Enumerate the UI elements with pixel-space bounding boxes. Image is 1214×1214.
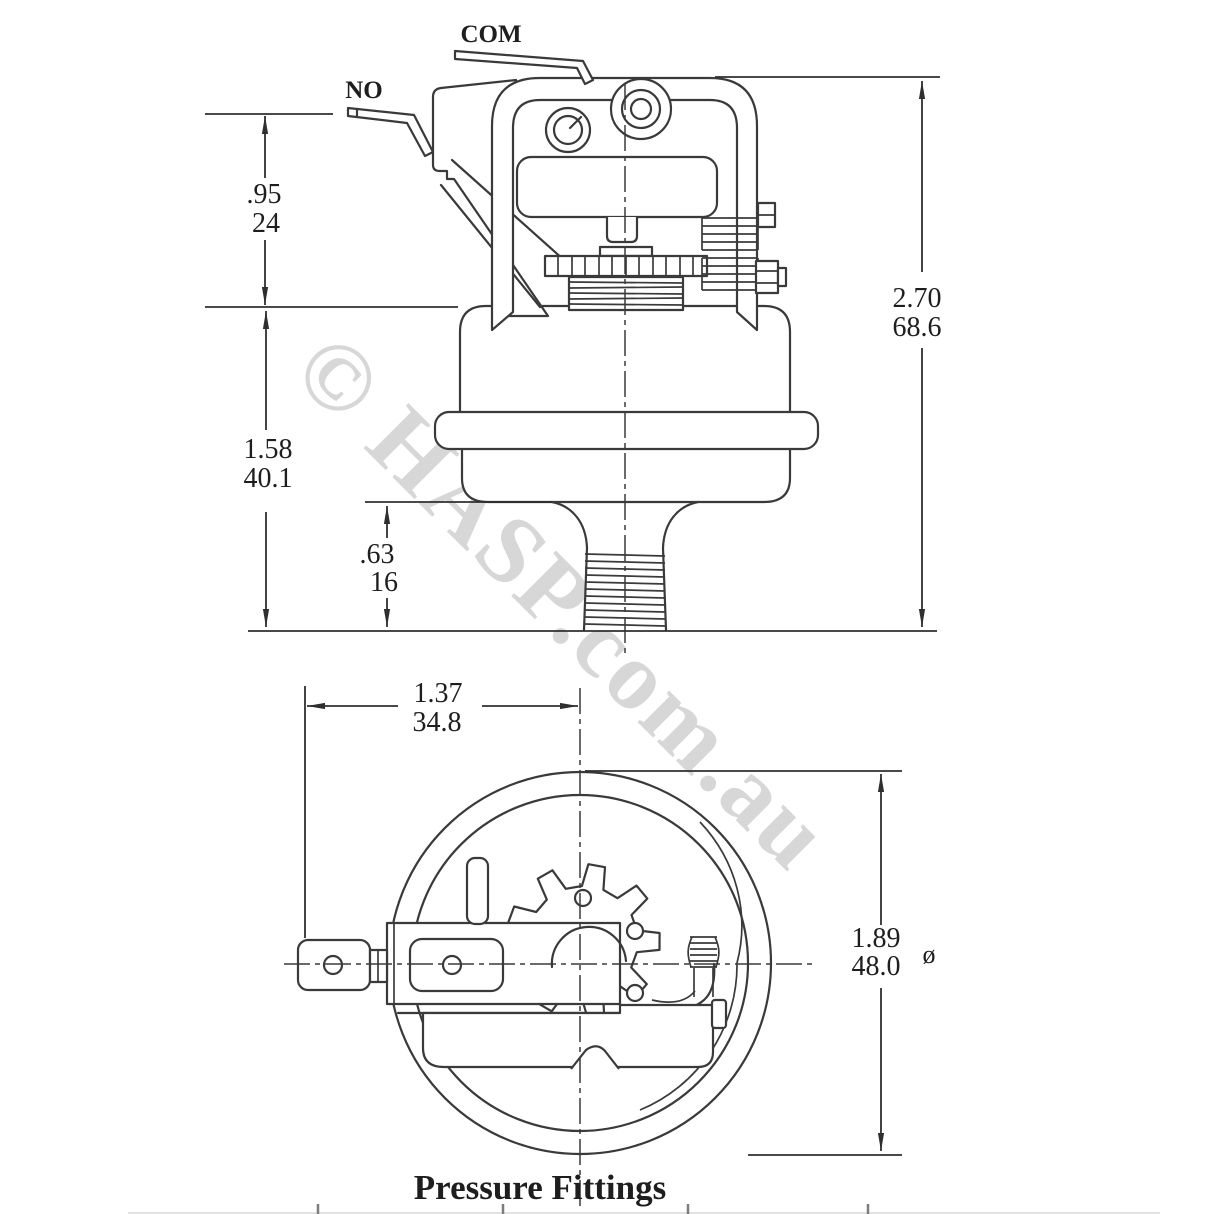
lever-bracket bbox=[385, 921, 632, 1015]
mounting-bracket bbox=[490, 76, 759, 332]
svg-text:68.6: 68.6 bbox=[893, 312, 942, 343]
cropped-table-ticks bbox=[128, 1204, 1160, 1214]
svg-text:1.58: 1.58 bbox=[244, 434, 293, 465]
base-plate bbox=[421, 998, 728, 1070]
dim-95: .95 24 bbox=[247, 116, 282, 305]
side-tab bbox=[710, 998, 728, 1030]
adjustment-screws bbox=[701, 201, 788, 295]
svg-text:2.70: 2.70 bbox=[893, 283, 942, 314]
dim-63: .63 16 bbox=[360, 506, 398, 627]
gear-holes bbox=[573, 888, 645, 1003]
dim-137: 1.37 34.8 bbox=[307, 678, 578, 738]
svg-text:24: 24 bbox=[252, 208, 280, 239]
flange bbox=[433, 410, 820, 451]
dim-158: 1.58 40.1 bbox=[244, 311, 293, 627]
adjustment-rack bbox=[543, 245, 709, 278]
svg-text:1.89: 1.89 bbox=[852, 923, 901, 954]
diameter-symbol: ø bbox=[923, 940, 936, 969]
svg-text:40.1: 40.1 bbox=[244, 463, 293, 494]
switch-case bbox=[431, 78, 622, 318]
no-terminal-rivet bbox=[544, 106, 592, 154]
side-view-dimensions: .95 24 1.58 40.1 .63 16 2.70 bbox=[205, 76, 942, 632]
side-view: COM NO bbox=[345, 21, 820, 655]
no-terminal-tab bbox=[346, 106, 435, 158]
svg-text:1.37: 1.37 bbox=[414, 678, 463, 709]
com-terminal-rivet bbox=[609, 77, 673, 141]
index-notch bbox=[570, 1045, 620, 1070]
svg-text:16: 16 bbox=[370, 567, 398, 598]
svg-text:.95: .95 bbox=[247, 179, 282, 210]
dim-270: 2.70 68.6 bbox=[893, 81, 942, 627]
no-label: NO bbox=[345, 77, 383, 104]
svg-text:34.8: 34.8 bbox=[413, 707, 462, 738]
stop-pin bbox=[465, 856, 490, 926]
dim-189: 1.89 48.0 ø bbox=[852, 774, 936, 1151]
coil-spring bbox=[687, 936, 720, 997]
pawl bbox=[643, 962, 716, 1012]
diaphragm-hub bbox=[550, 925, 628, 969]
svg-text:.63: .63 bbox=[360, 539, 395, 570]
bellows-spring bbox=[567, 275, 685, 312]
bottom-view bbox=[284, 688, 812, 1208]
rim-arc bbox=[639, 821, 743, 1111]
com-label: COM bbox=[460, 21, 521, 48]
diaphragm-housing bbox=[433, 304, 820, 550]
caption-title: Pressure Fittings bbox=[414, 1168, 666, 1207]
svg-text:48.0: 48.0 bbox=[852, 951, 901, 982]
bottom-view-dimensions: 1.37 34.8 1.89 48.0 ø bbox=[304, 678, 936, 1156]
contact-block bbox=[515, 155, 719, 244]
com-terminal-tab bbox=[453, 49, 595, 86]
adjustment-shaft bbox=[296, 938, 389, 992]
